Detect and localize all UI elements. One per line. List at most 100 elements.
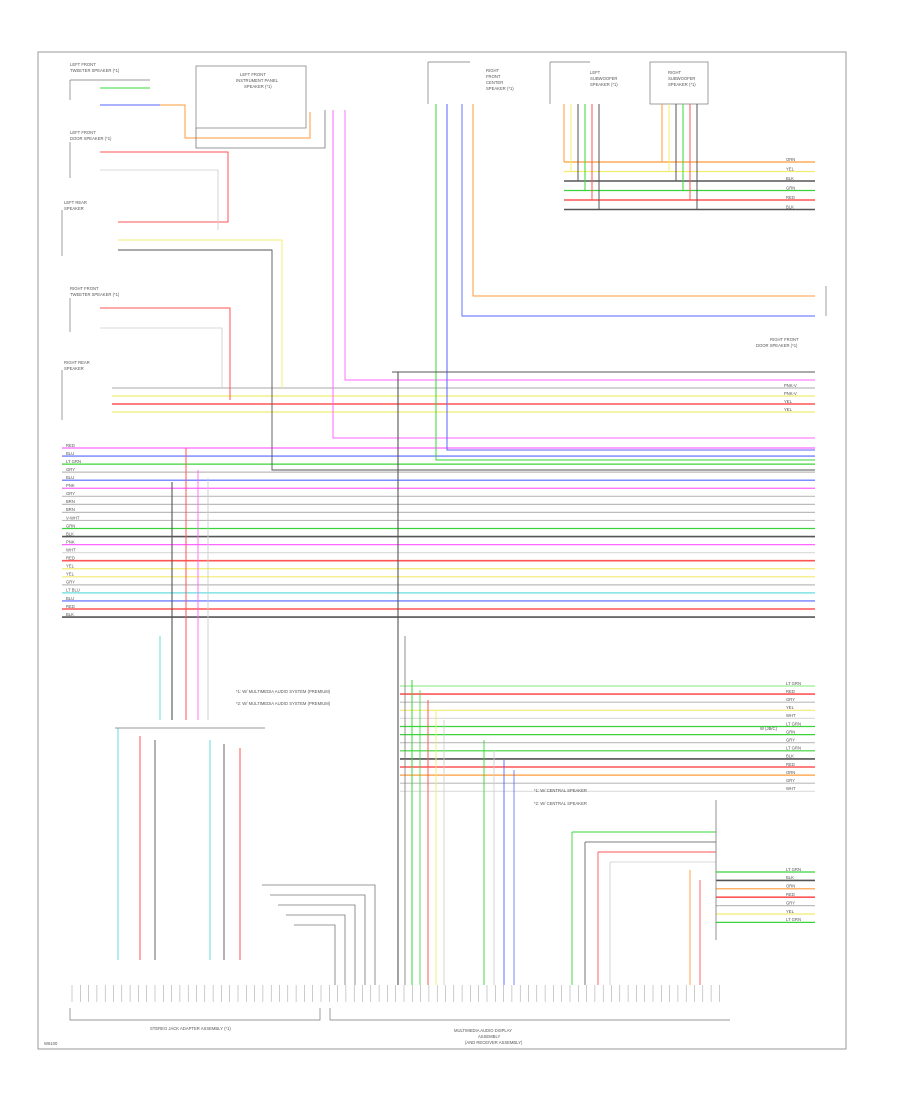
multimedia-line2: ASSEMBLY [478, 1034, 500, 1039]
lf-instr-line1: LEFT FRONT [240, 72, 266, 77]
connector-pin-row [71, 985, 720, 1002]
right-subwoofer-speaker: RIGHT SUBWOOFER SPEAKER (*1) [649, 61, 709, 105]
lf-tweeter-speaker: LEFT FRONT TWEETER SPEAKER (*1) [69, 62, 150, 100]
rf-tweeter-speaker: RIGHT FRONT TWEETER SPEAKER (*1) [69, 286, 120, 332]
harness-wire-label: PNK [66, 539, 75, 544]
rr-speaker: RIGHT REAR SPEAKER [61, 360, 90, 420]
svg-text:LEFT FRONT: LEFT FRONT [70, 130, 96, 135]
harness-wire-label: RED [66, 443, 75, 448]
center-spk-line4: SPEAKER (*1) [486, 86, 514, 91]
svg-text:*1: W/ CENTRAL SPEAKER: *1: W/ CENTRAL SPEAKER [534, 788, 587, 793]
svg-text:SUBWOOFER: SUBWOOFER [668, 76, 695, 81]
svg-text:FRONT: FRONT [486, 74, 501, 79]
lf-tweeter-line2: TWEETER SPEAKER (*1) [70, 68, 120, 73]
right-sub-line1: RIGHT [668, 70, 681, 75]
right-wire-label: WHT [786, 713, 796, 718]
connector-tag: W (JB/C) [760, 726, 778, 731]
lf-door-line2: DOOR SPEAKER (*1) [70, 136, 112, 141]
legend-premium-1: *1: W/ MULTIMEDIA AUDIO SYSTEM (PREMIUM) [236, 689, 331, 694]
harness-wire-label: BLK [66, 612, 74, 617]
svg-text:*2: W/ MULTIMEDIA AUDIO SYSTEM: *2: W/ MULTIMEDIA AUDIO SYSTEM (PREMIUM) [236, 701, 331, 706]
harness-wire-label: YEL [66, 564, 75, 569]
lf-instrument-speaker: LEFT FRONT INSTRUMENT PANEL SPEAKER (*1) [195, 65, 307, 129]
lf-door-line1: LEFT FRONT [70, 130, 96, 135]
svg-text:MULTIMEDIA AUDIO DISPLAY: MULTIMEDIA AUDIO DISPLAY [454, 1028, 512, 1033]
left-sub-line1: LEFT [590, 70, 601, 75]
svg-text:RIGHT FRONT: RIGHT FRONT [770, 337, 799, 342]
rf-door-speaker: RIGHT FRONT DOOR SPEAKER (*1) [756, 286, 827, 348]
subwoofer-wire-label: RED [786, 195, 795, 200]
diagram-id: W6100 [44, 1041, 58, 1046]
rf-door-line1: RIGHT FRONT [770, 337, 799, 342]
svg-text:SPEAKER (*1): SPEAKER (*1) [486, 86, 514, 91]
right-wire-label: BLK [786, 754, 794, 759]
svg-text:TWEETER SPEAKER (*1): TWEETER SPEAKER (*1) [70, 292, 120, 297]
left-subwoofer-speaker: LEFT SUBWOOFER SPEAKER (*1) [549, 61, 618, 104]
upper-wire-label: PNK-V [784, 383, 797, 388]
right-wire-label: RED [786, 689, 795, 694]
harness-wire-label: LT BLU [66, 588, 80, 593]
subwoofer-wire-label: BLK [786, 176, 794, 181]
harness-wire-label: PNK [66, 483, 75, 488]
left-sub-line3: SPEAKER (*1) [590, 82, 618, 87]
subwoofer-wire-label: BLK [786, 204, 794, 209]
lower-right-wire-label: RED [786, 892, 795, 897]
right-wire-label: LT GRN [786, 721, 801, 726]
right-wire-label: GRY [786, 738, 795, 743]
harness-wire-label: GRY [66, 491, 75, 496]
harness-wire-label: GRN [66, 523, 75, 528]
lower-right-wire-label: GRY [786, 900, 795, 905]
lf-instr-line3: SPEAKER (*1) [244, 84, 272, 89]
rr-speaker-line1: RIGHT REAR [64, 360, 90, 365]
svg-text:LEFT FRONT: LEFT FRONT [240, 72, 266, 77]
harness-wire-label: YEL [66, 572, 75, 577]
svg-text:(AND RECEIVER ASSEMBLY): (AND RECEIVER ASSEMBLY) [465, 1040, 523, 1045]
svg-text:CENTER: CENTER [486, 80, 503, 85]
harness-wire-label: BLU [66, 451, 74, 456]
svg-text:RIGHT: RIGHT [486, 68, 499, 73]
upper-wire-label: PNK-V [784, 391, 797, 396]
multimedia-line3: (AND RECEIVER ASSEMBLY) [465, 1040, 523, 1045]
lr-speaker-line2: SPEAKER [64, 206, 84, 211]
svg-text:RIGHT: RIGHT [668, 70, 681, 75]
multimedia-line1: MULTIMEDIA AUDIO DISPLAY [454, 1028, 512, 1033]
right-wire-label: LT GRN [786, 746, 801, 751]
svg-text:SUBWOOFER: SUBWOOFER [590, 76, 617, 81]
legend-premium: *1: W/ MULTIMEDIA AUDIO SYSTEM (PREMIUM)… [236, 689, 331, 706]
lower-right-wire-label: YEL [786, 909, 795, 914]
rf-tweeter-line2: TWEETER SPEAKER (*1) [70, 292, 120, 297]
svg-text:*1: W/ MULTIMEDIA AUDIO SYSTEM: *1: W/ MULTIMEDIA AUDIO SYSTEM (PREMIUM) [236, 689, 331, 694]
stereo-amp-outline [69, 1008, 321, 1021]
svg-text:DOOR SPEAKER (*1): DOOR SPEAKER (*1) [70, 136, 112, 141]
svg-text:STEREO JACK ADAPTER ASSEMBLY (: STEREO JACK ADAPTER ASSEMBLY (*1) [150, 1026, 231, 1031]
lr-speaker-line1: LEFT REAR [64, 200, 87, 205]
svg-text:INSTRUMENT PANEL: INSTRUMENT PANEL [236, 78, 279, 83]
svg-text:W6100: W6100 [44, 1041, 58, 1046]
rf-tweeter-line1: RIGHT FRONT [70, 286, 99, 291]
harness-wire-label: V-WHT [66, 515, 80, 520]
svg-text:LEFT FRONT: LEFT FRONT [70, 62, 96, 67]
svg-text:W (JB/C): W (JB/C) [760, 726, 778, 731]
legend-central-1: *1: W/ CENTRAL SPEAKER [534, 788, 587, 793]
upper-wire-label: YEL [784, 399, 793, 404]
harness-wire-label: GRY [66, 467, 75, 472]
right-wire-label: GRY [786, 697, 795, 702]
right-wire-label: ORN [786, 770, 795, 775]
svg-text:SPEAKER (*1): SPEAKER (*1) [244, 84, 272, 89]
lf-instr-line2: INSTRUMENT PANEL [236, 78, 279, 83]
harness-wire-label: LT GRN [66, 459, 81, 464]
rf-door-line2: DOOR SPEAKER (*1) [756, 343, 798, 348]
stereo-amp-label: STEREO JACK ADAPTER ASSEMBLY (*1) [150, 1026, 231, 1031]
svg-text:SPEAKER: SPEAKER [64, 206, 84, 211]
subwoofer-wire-label: GRN [786, 185, 795, 190]
svg-text:LEFT REAR: LEFT REAR [64, 200, 87, 205]
harness-wire-label: BLU [66, 475, 74, 480]
harness-wire-label: BRN [66, 499, 75, 504]
center-spk-line3: CENTER [486, 80, 503, 85]
lf-door-speaker: LEFT FRONT DOOR SPEAKER (*1) [69, 130, 112, 178]
